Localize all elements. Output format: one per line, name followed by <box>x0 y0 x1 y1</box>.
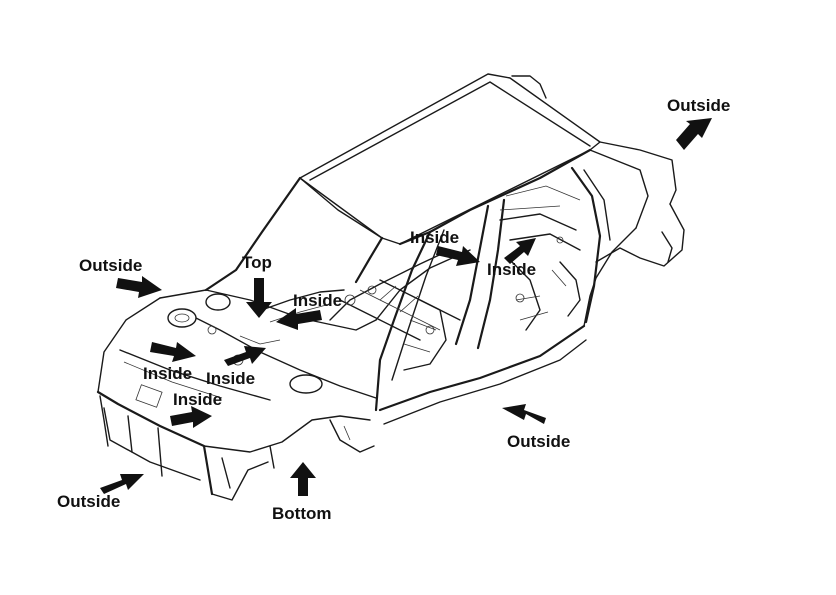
label-top: Top <box>242 253 272 272</box>
view-labels: Outside Outside Top Inside Inside Inside… <box>57 96 730 523</box>
label-bottom: Bottom <box>272 504 331 523</box>
arrow-outside-side <box>502 404 546 424</box>
arrow-outside-front-left <box>116 276 162 298</box>
arrow-inside-front-3 <box>170 406 212 428</box>
direction-arrows <box>100 118 712 496</box>
label-inside-front-2: Inside <box>206 369 255 388</box>
label-outside-rear: Outside <box>667 96 730 115</box>
arrow-outside-front-bottom <box>100 474 144 494</box>
arrow-bottom <box>290 462 316 496</box>
arrow-inside-front-2 <box>224 346 266 366</box>
label-outside-side: Outside <box>507 432 570 451</box>
car-body-outline <box>96 73 685 501</box>
arrow-inside-center <box>276 308 322 330</box>
label-outside-front-left: Outside <box>79 256 142 275</box>
label-inside-front-1: Inside <box>143 364 192 383</box>
label-inside-upper: Inside <box>410 228 459 247</box>
arrow-top <box>246 278 272 318</box>
arrow-inside-rear <box>504 238 536 264</box>
label-outside-front-bottom: Outside <box>57 492 120 511</box>
label-inside-rear: Inside <box>487 260 536 279</box>
arrow-inside-upper <box>436 246 480 266</box>
arrow-outside-rear <box>676 118 712 150</box>
label-inside-center: Inside <box>293 291 342 310</box>
label-inside-front-3: Inside <box>173 390 222 409</box>
arrow-inside-front-1 <box>150 342 196 362</box>
